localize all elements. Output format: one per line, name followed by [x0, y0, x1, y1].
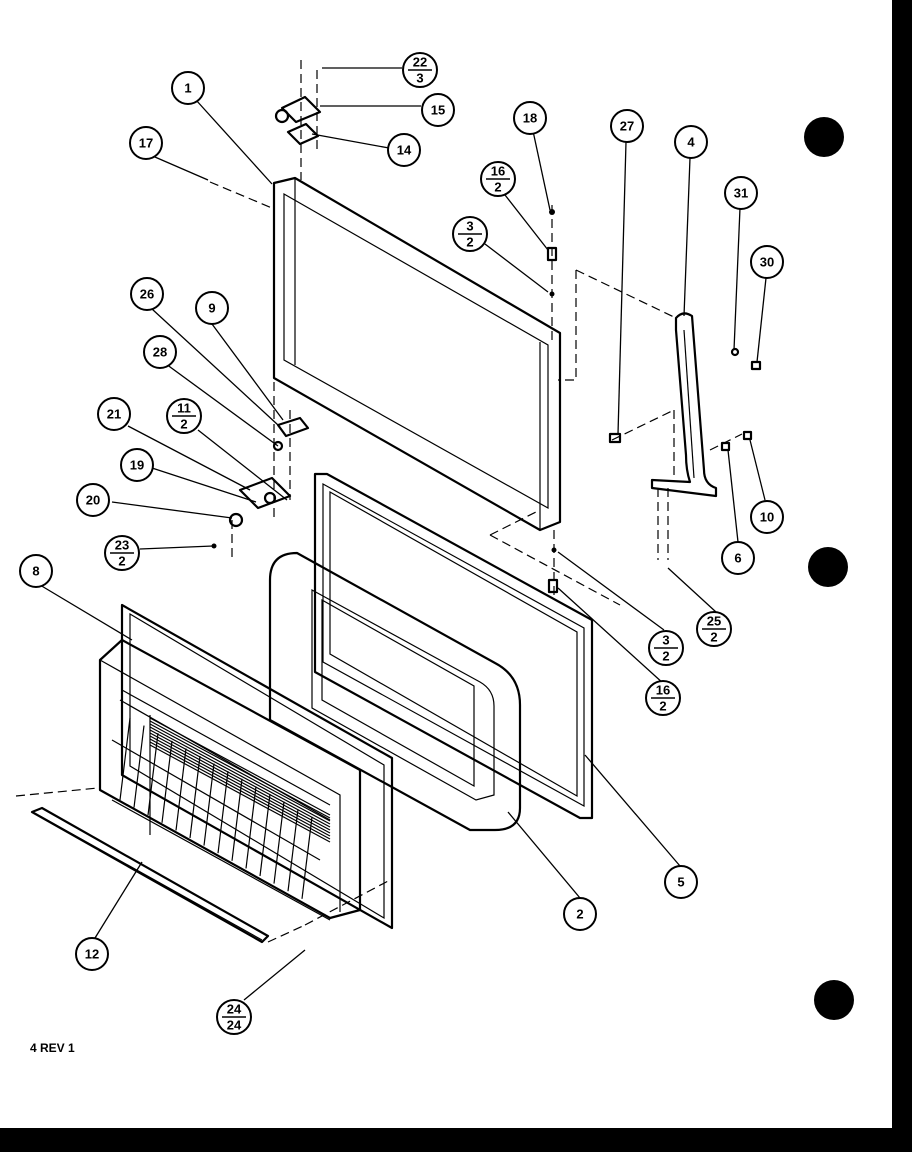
door-outer-panel: [272, 176, 562, 532]
callout-27-label: 27: [620, 119, 634, 134]
drawer-grid: [119, 717, 331, 899]
callout-3-over-2-upper-top: 3: [466, 219, 473, 234]
binder-hole-bottom: [814, 980, 854, 1020]
callout-9: 9: [195, 291, 229, 325]
page-edge-right: [892, 0, 912, 1152]
callout-28-label: 28: [153, 345, 167, 360]
callout-26-label: 26: [140, 287, 154, 302]
callout-3-over-2-upper-bottom: 2: [466, 235, 473, 250]
top-hinge-assembly: [274, 60, 322, 180]
callout-16-over-2-lower-bottom: 2: [659, 699, 666, 714]
callout-30: 30: [750, 245, 784, 279]
callout-21: 21: [97, 397, 131, 431]
door-gasket: [268, 551, 522, 832]
callout-3-over-2-upper: 3 2: [452, 216, 488, 252]
callout-11-over-2: 11 2: [166, 398, 202, 434]
callout-22-over-3-top: 22: [413, 55, 427, 70]
callout-27: 27: [610, 109, 644, 143]
callout-3-over-2-lower-bottom: 2: [662, 649, 669, 664]
callout-16-over-2-upper-top: 16: [491, 164, 505, 179]
callout-30-label: 30: [760, 255, 774, 270]
callout-12-label: 12: [85, 947, 99, 962]
screw-17-path: [209, 181, 273, 209]
callout-2: 2: [563, 897, 597, 931]
callout-16-over-2-lower-top: 16: [656, 683, 670, 698]
callout-11-over-2-bottom: 2: [180, 417, 187, 432]
callout-2-label: 2: [576, 907, 583, 922]
callout-14-label: 14: [397, 143, 412, 158]
page-edge-bottom: [0, 1128, 912, 1152]
drawer-trim-strip: [15, 787, 306, 944]
callout-24-over-24-bottom: 24: [227, 1018, 242, 1033]
callout-26: 26: [130, 277, 164, 311]
callout-3-over-2-lower-top: 3: [662, 633, 669, 648]
callout-8: 8: [19, 554, 53, 588]
callout-6-label: 6: [734, 551, 741, 566]
callout-14: 14: [387, 133, 421, 167]
callout-28: 28: [143, 335, 177, 369]
callout-23-over-2-bottom: 2: [118, 554, 125, 569]
callout-16-over-2-upper-bottom: 2: [494, 180, 501, 195]
callout-25-over-2-top: 25: [707, 614, 721, 629]
callout-12: 12: [75, 937, 109, 971]
callout-21-label: 21: [107, 407, 121, 422]
callout-17-label: 17: [139, 136, 153, 151]
binder-hole-middle: [808, 547, 848, 587]
callout-16-over-2-upper: 16 2: [480, 161, 516, 197]
freezer-drawer: [98, 603, 394, 930]
callout-19-label: 19: [130, 458, 144, 473]
callout-4: 4: [674, 125, 708, 159]
callout-23-over-2-top: 23: [115, 538, 129, 553]
revision-label: 4 REV 1: [30, 1041, 75, 1055]
callout-24-over-24-top: 24: [227, 1002, 242, 1017]
callout-22-over-3: 22 3: [402, 52, 438, 88]
callout-10-label: 10: [760, 510, 774, 525]
callout-5-label: 5: [677, 875, 684, 890]
callout-1-label: 1: [184, 81, 191, 96]
callout-9-label: 9: [208, 301, 215, 316]
callout-19: 19: [120, 448, 154, 482]
left-hinge-hardware: [211, 200, 310, 560]
callout-20: 20: [76, 483, 110, 517]
callout-10: 10: [750, 500, 784, 534]
leader-lines: [39, 67, 767, 1001]
callout-3-over-2-lower: 3 2: [648, 630, 684, 666]
screw-24-path: [304, 879, 391, 926]
callout-22-over-3-bottom: 3: [416, 71, 423, 86]
callout-31: 31: [724, 176, 758, 210]
callout-17: 17: [129, 126, 163, 160]
callout-24-over-24: 24 24: [216, 999, 252, 1035]
callout-5: 5: [664, 865, 698, 899]
hinge-pin-hardware: [489, 205, 621, 606]
callout-15-label: 15: [431, 103, 445, 118]
callout-25-over-2-bottom: 2: [710, 630, 717, 645]
callout-20-label: 20: [86, 493, 100, 508]
callout-18-label: 18: [523, 111, 537, 126]
callout-8-label: 8: [32, 564, 39, 579]
callout-31-label: 31: [734, 186, 748, 201]
callout-1: 1: [171, 71, 205, 105]
callout-15: 15: [421, 93, 455, 127]
callout-25-over-2: 25 2: [696, 611, 732, 647]
callout-4-label: 4: [687, 135, 695, 150]
callout-23-over-2: 23 2: [104, 535, 140, 571]
callout-18: 18: [513, 101, 547, 135]
binder-hole-top: [804, 117, 844, 157]
bottom-hinge-bracket: [558, 269, 762, 560]
callout-16-over-2-lower: 16 2: [645, 680, 681, 716]
callout-6: 6: [721, 541, 755, 575]
callout-11-over-2-top: 11: [177, 401, 191, 416]
